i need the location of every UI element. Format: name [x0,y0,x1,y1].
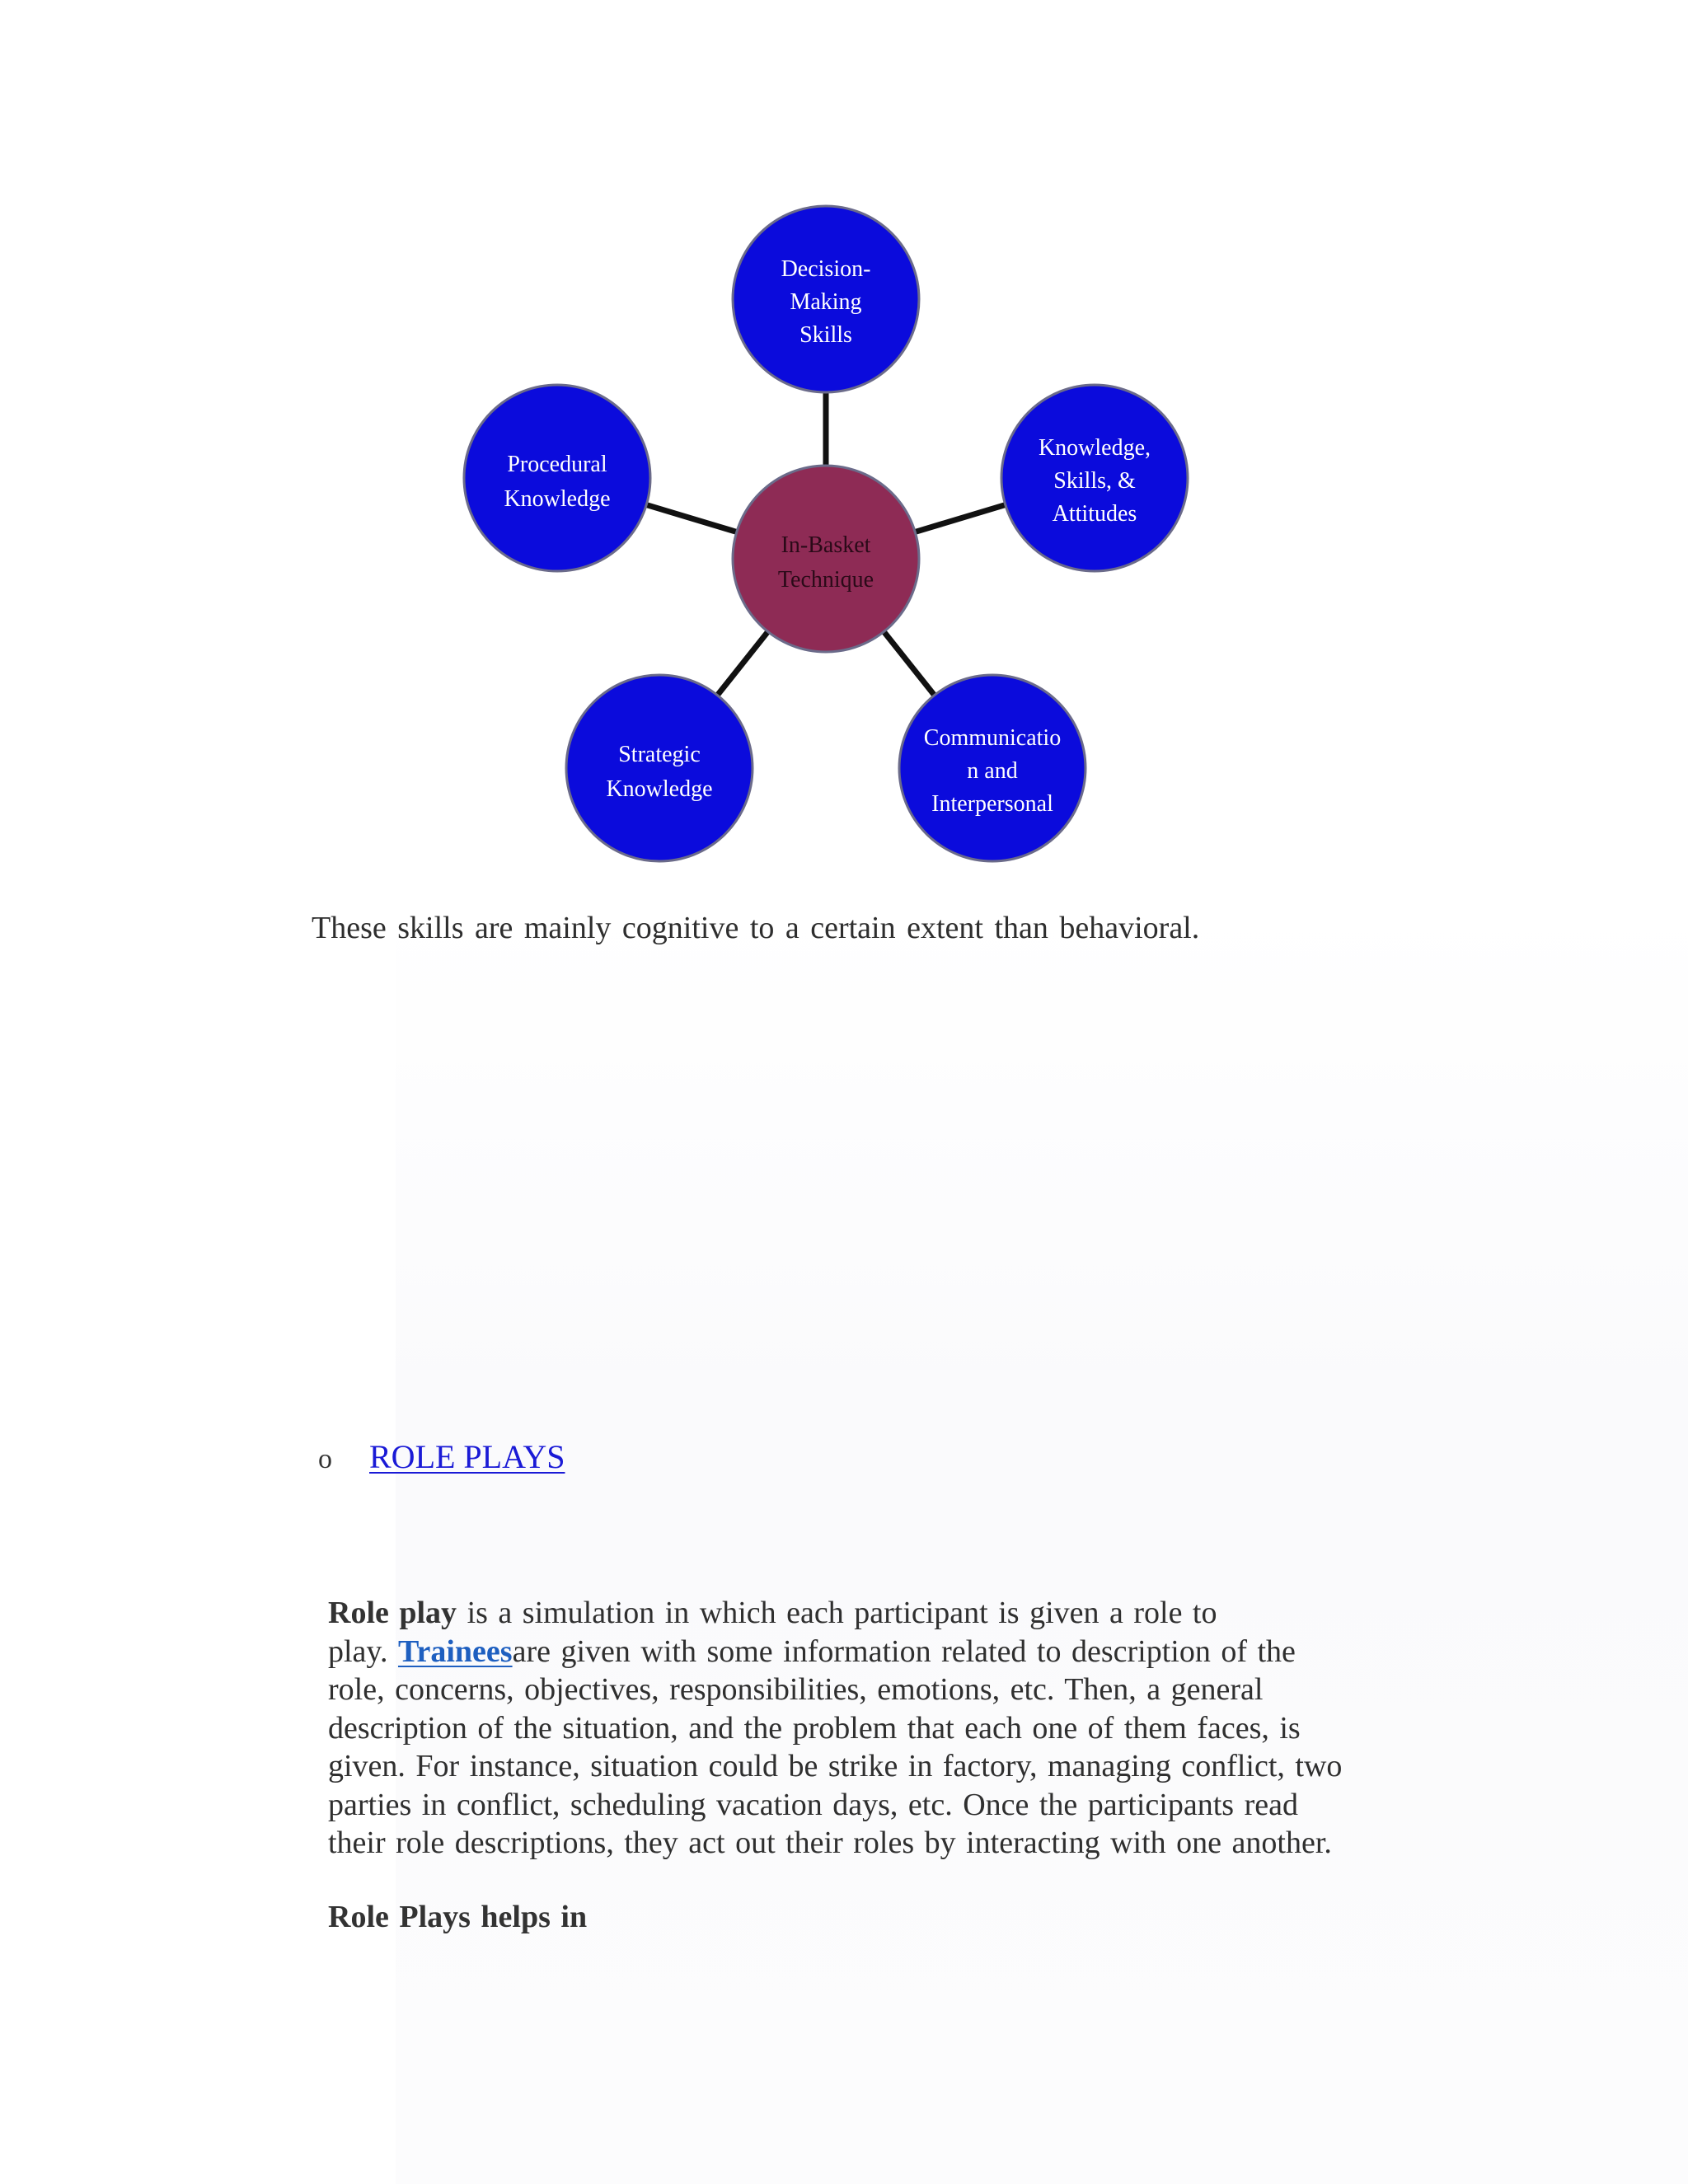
bullet-marker: o [318,1444,332,1474]
decision-node [731,204,921,394]
center-node-label: Technique [778,567,874,593]
diagram-caption: These skills are mainly cognitive to a c… [312,911,1200,945]
strategic-node [565,673,754,863]
paragraph-line-2: play. Traineesare given with some inform… [328,1633,1400,1671]
procedural-node-label: Procedural [507,452,607,477]
connector-communication [880,628,938,699]
communication-node [898,673,1087,863]
knowledge-node-label: Knowledge, [1039,435,1151,461]
decision-node-label: Making [790,289,861,315]
knowledge-node [1000,383,1189,573]
paragraph-line-6: parties in conflict, scheduling vacation… [328,1787,1298,1822]
trainees-link[interactable]: Trainees [397,1633,513,1669]
paragraph-line-3: role, concerns, objectives, responsibili… [328,1672,1264,1707]
role-play-paragraph: Role play is a simulation in which each … [328,1594,1400,1863]
knowledge-node-label: Attitudes [1053,501,1137,527]
paragraph-line-7: their role descriptions, they act out th… [328,1825,1332,1860]
decision-node-label: Skills [799,322,852,348]
communication-node-label: Communicatio [924,725,1061,751]
paragraph-text: play. [328,1633,398,1669]
page-background-shade [396,907,1688,2184]
role-plays-bullet: o ROLE PLAYS [318,1437,565,1476]
procedural-node [462,383,652,573]
paragraph-text: is a simulation in which each participan… [457,1596,1217,1630]
center-node-label: In-Basket [781,532,871,558]
diagram-connectors [644,391,1008,699]
strategic-node-label: Strategic [618,742,701,767]
communication-node-label: Interpersonal [931,791,1053,817]
connector-procedural [644,501,739,536]
role-plays-helps-heading: Role Plays helps in [328,1900,588,1934]
communication-node-label: n and [967,758,1017,784]
connector-knowledge [912,501,1008,536]
paragraph-line-1: Role play is a simulation in which each … [328,1594,1400,1633]
knowledge-node-label: Skills, & [1053,468,1136,494]
role-plays-link[interactable]: ROLE PLAYS [369,1438,565,1475]
role-play-term: Role play [328,1596,457,1630]
connector-strategic [714,628,771,699]
paragraph-line-5: given. For instance, situation could be … [328,1749,1343,1783]
center-node [731,464,921,654]
paragraph-line-4: description of the situation, and the pr… [328,1710,1301,1746]
strategic-node-label: Knowledge [606,776,712,802]
procedural-node-label: Knowledge [504,486,610,512]
paragraph-text: are given with some information related … [512,1633,1296,1669]
decision-node-label: Decision- [781,256,871,282]
